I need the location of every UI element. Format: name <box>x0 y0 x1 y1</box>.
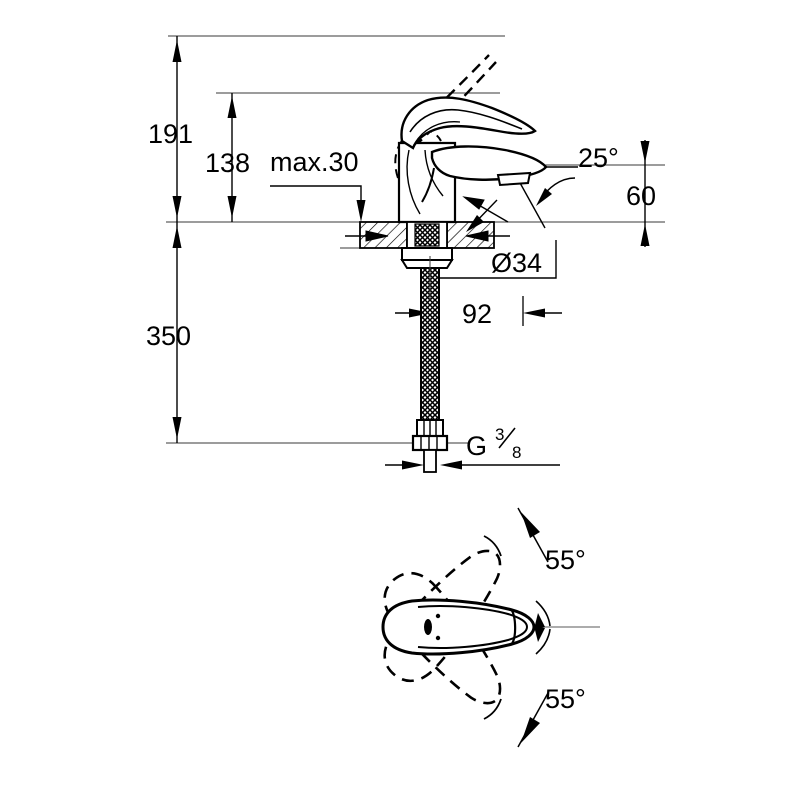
dimension-138: 138 <box>205 93 250 222</box>
dimension-25deg-label: 25° <box>578 143 619 173</box>
mounting-shank <box>400 221 454 269</box>
side-elevation-view: 191 138 max.30 350 <box>146 35 665 473</box>
faucet-body <box>345 54 548 473</box>
supply-hose <box>411 267 449 473</box>
dimension-thread: G 3 8 <box>385 425 560 470</box>
lever-handle <box>400 96 537 150</box>
dimension-55deg-up-label: 55° <box>545 545 586 575</box>
body-contours <box>406 149 444 215</box>
deck-thickness-arrows <box>345 230 510 242</box>
dimension-thread-letter: G <box>466 431 487 461</box>
dimension-max30: max.30 <box>270 147 366 222</box>
dimension-350-label: 350 <box>146 321 191 351</box>
dimension-thread-denominator: 8 <box>512 443 521 462</box>
dimension-55deg-down-label: 55° <box>545 684 586 714</box>
lever-ghost-down-dashed <box>383 571 502 705</box>
dimension-55deg-up: 55° <box>483 507 586 629</box>
dimension-55deg-down: 55° <box>483 626 586 748</box>
lever-plan-solid <box>381 598 536 656</box>
spout <box>421 145 548 203</box>
dimension-191: 191 <box>148 36 193 222</box>
dimension-92-label: 92 <box>462 299 492 329</box>
dimension-60-label: 60 <box>626 181 656 211</box>
body-leader-arrow <box>462 196 509 223</box>
dimension-60: 60 <box>626 140 656 247</box>
dimension-max30-label: max.30 <box>270 147 359 177</box>
dimension-138-label: 138 <box>205 148 250 178</box>
aerator <box>496 171 532 187</box>
dimension-350: 350 <box>146 222 191 443</box>
dimension-thread-numerator: 3 <box>495 425 504 444</box>
dimension-dia34-label: Ø34 <box>491 248 542 278</box>
lever-ghost-up-dashed <box>383 549 502 683</box>
lever-indicator-slot <box>424 619 432 635</box>
lever-plan-view: 55° 55° <box>381 507 600 748</box>
dimension-191-label: 191 <box>148 119 193 149</box>
